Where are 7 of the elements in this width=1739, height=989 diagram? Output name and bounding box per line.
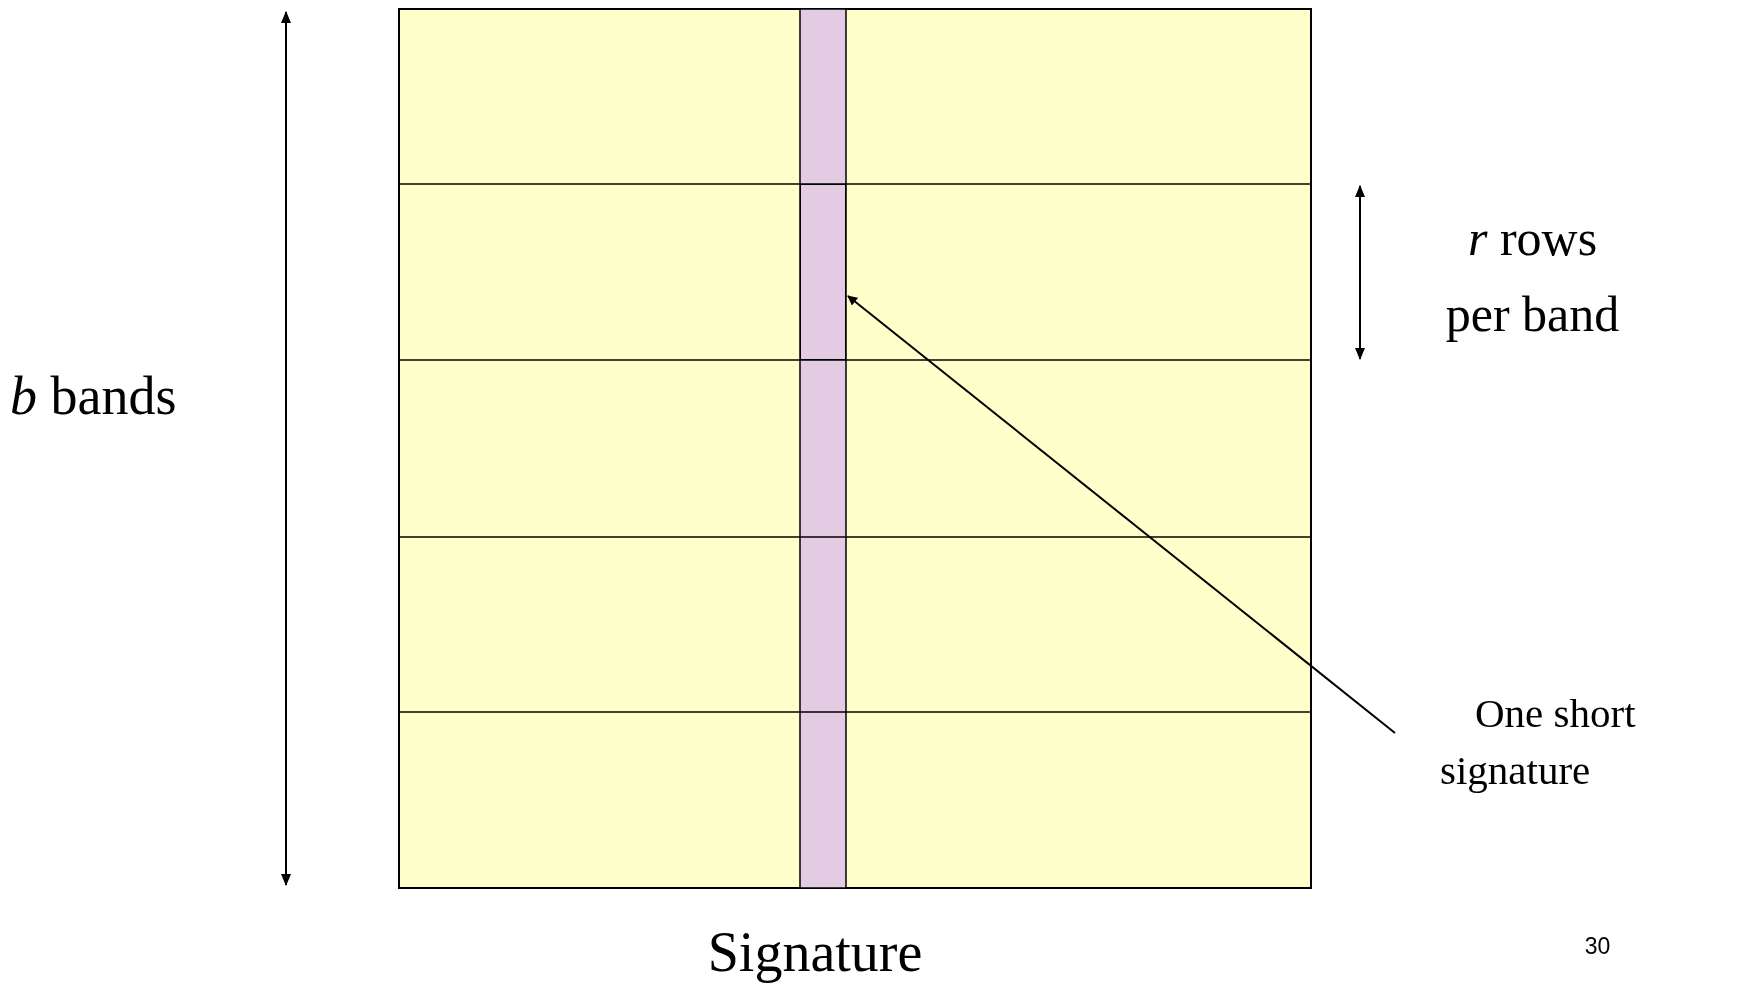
axis-label: Signature	[706, 920, 924, 984]
signature-segment	[800, 184, 846, 360]
page-number: 30	[1583, 933, 1612, 960]
leader-line	[847, 295, 1396, 734]
callout-text: One short signature	[1395, 685, 1739, 799]
dimension-label: r rows per band	[1444, 209, 1621, 344]
dimension-label: b bands	[10, 365, 178, 427]
